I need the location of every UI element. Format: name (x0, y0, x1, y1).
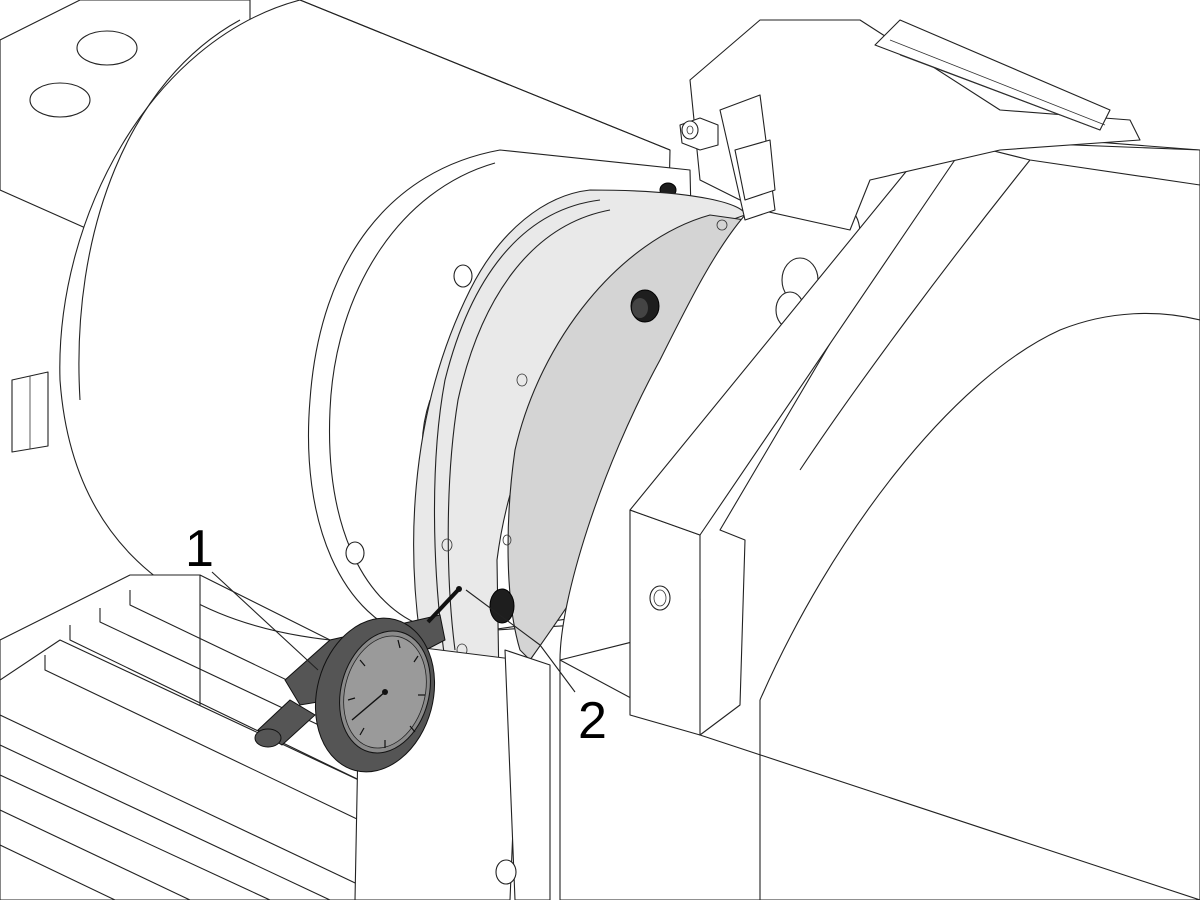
platter-bolt-upper (630, 289, 660, 323)
callout-label-1: 1 (185, 520, 214, 578)
clamp-assembly (679, 19, 1141, 231)
flange-hole-lower (345, 541, 365, 565)
indicator-probe (426, 586, 462, 624)
platter-bolt-lower (489, 588, 515, 624)
indicator-dial (314, 617, 436, 773)
base-rails (0, 574, 551, 901)
callout-leaders (211, 571, 576, 693)
rail-end-hole (495, 859, 517, 885)
leader-2 (465, 589, 576, 693)
flange-hole-upper (453, 264, 473, 288)
dial-needle (351, 691, 386, 721)
bracket-post (629, 509, 701, 736)
leader-1 (211, 571, 319, 671)
motor-bore-bottom (29, 82, 91, 118)
support-bracket (559, 129, 1200, 901)
bracket-hole (649, 585, 671, 611)
motor-bore-top (76, 30, 138, 66)
grease-fitting (679, 117, 719, 151)
callout-label-2: 2 (578, 692, 607, 750)
dial-test-indicator (254, 586, 462, 773)
